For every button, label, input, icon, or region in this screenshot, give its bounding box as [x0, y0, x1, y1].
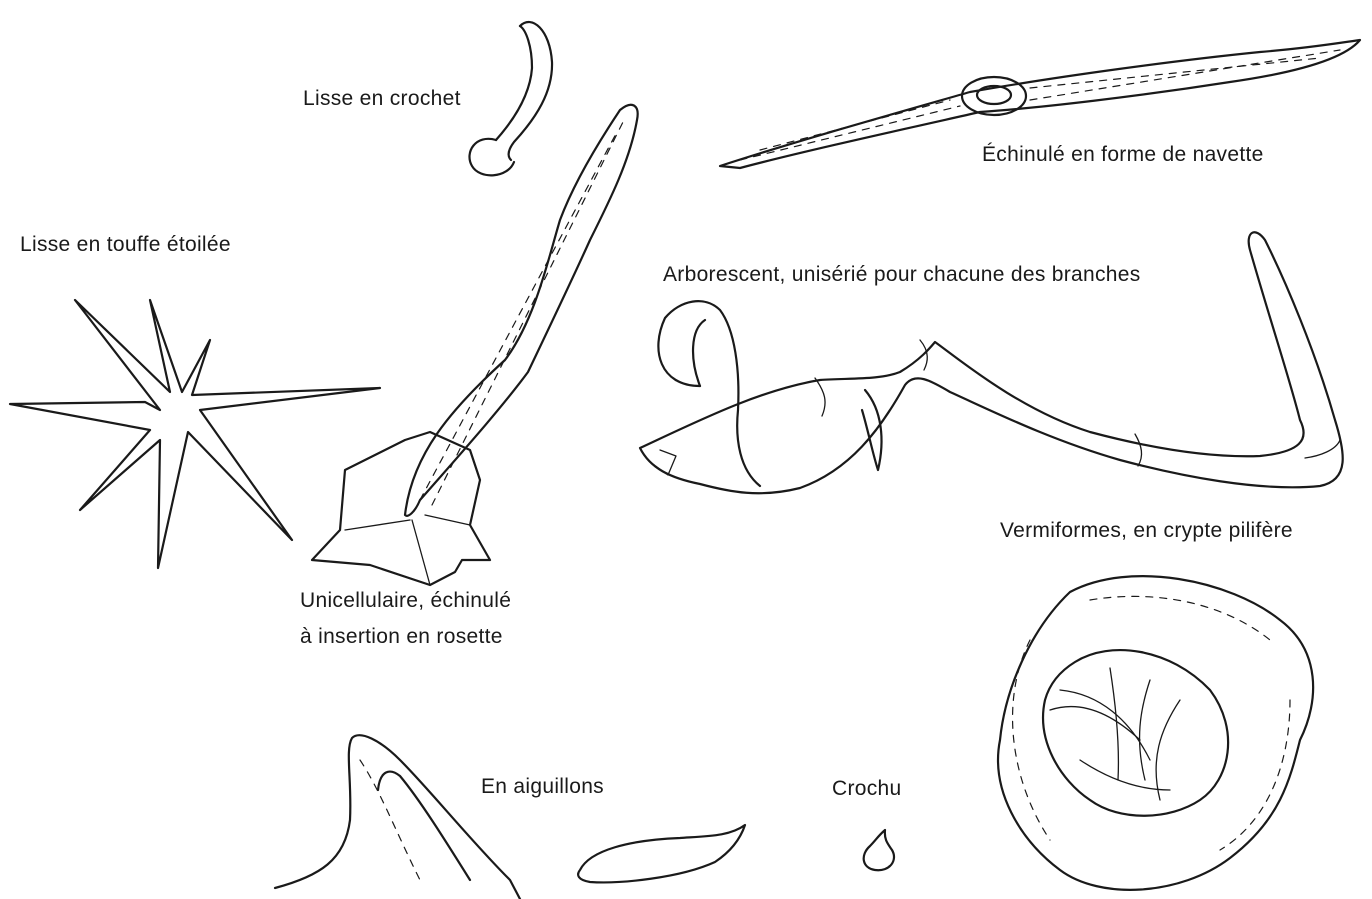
label-vermiformes: Vermiformes, en crypte pilifère	[1000, 514, 1293, 548]
label-unicellulaire-line2: à insertion en rosette	[300, 620, 503, 654]
label-lisse-crochet: Lisse en crochet	[303, 82, 461, 116]
prickle-hair-drawing	[275, 735, 745, 899]
hooked-small-drawing	[864, 830, 894, 870]
hooked-hair-drawing	[469, 22, 552, 175]
crypt-hair-drawing	[998, 576, 1313, 890]
label-lisse-touffe: Lisse en touffe étoilée	[20, 228, 231, 262]
rosette-hair-drawing	[312, 105, 638, 585]
star-tuft-drawing	[10, 300, 380, 568]
label-aiguillons: En aiguillons	[481, 770, 604, 804]
label-echinule-navette: Échinulé en forme de navette	[982, 138, 1264, 172]
label-arborescent: Arborescent, unisérié pour chacune des b…	[663, 258, 1141, 292]
label-crochu: Crochu	[832, 772, 902, 806]
label-unicellulaire-line1: Unicellulaire, échinulé	[300, 584, 511, 618]
